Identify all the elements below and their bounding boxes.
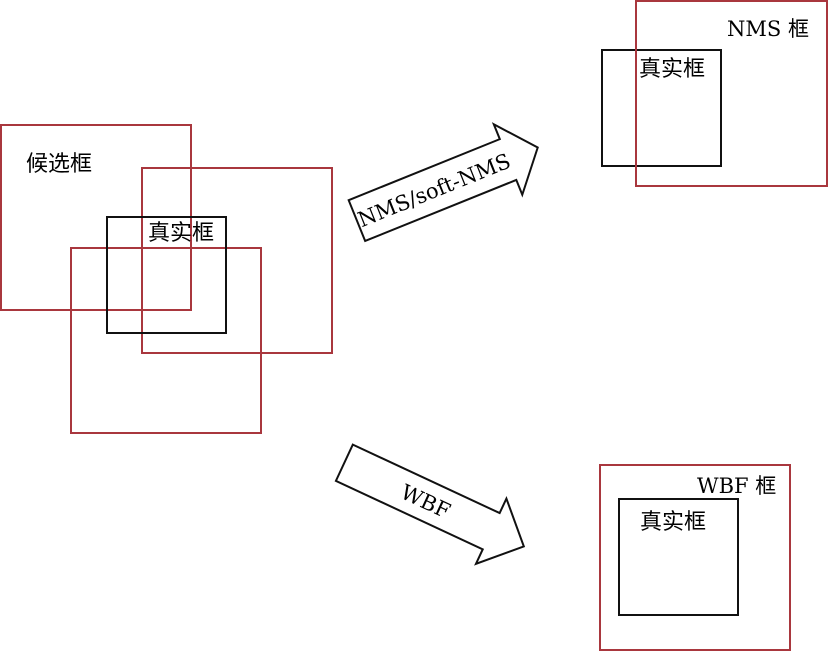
nms-box-label: NMS 框 — [727, 17, 809, 41]
wbf-result-group: WBF 框 真实框 — [599, 464, 791, 651]
truth-label-bottom-right: 真实框 — [640, 510, 706, 535]
nms-box — [635, 0, 828, 187]
truth-box-top-right — [601, 49, 722, 167]
candidate-box-3 — [70, 247, 262, 434]
candidate-label: 候选框 — [26, 152, 92, 177]
wbf-arrow: WBF — [334, 443, 526, 566]
truth-box-bottom-right — [618, 498, 739, 616]
nms-result-group: NMS 框 真实框 — [601, 0, 828, 187]
truth-box-left — [106, 216, 227, 334]
truth-label-left: 真实框 — [148, 221, 214, 246]
wbf-box-label: WBF 框 — [697, 474, 776, 498]
nms-arrow: NMS/soft-NMS — [347, 122, 539, 243]
wbf-arrow-shape — [334, 443, 526, 566]
wbf-box — [599, 464, 791, 651]
truth-label-top-right: 真实框 — [639, 57, 705, 82]
left-candidate-group: 候选框 真实框 — [0, 124, 333, 434]
nms-arrow-shape — [347, 122, 539, 243]
candidate-box-2 — [141, 167, 333, 354]
